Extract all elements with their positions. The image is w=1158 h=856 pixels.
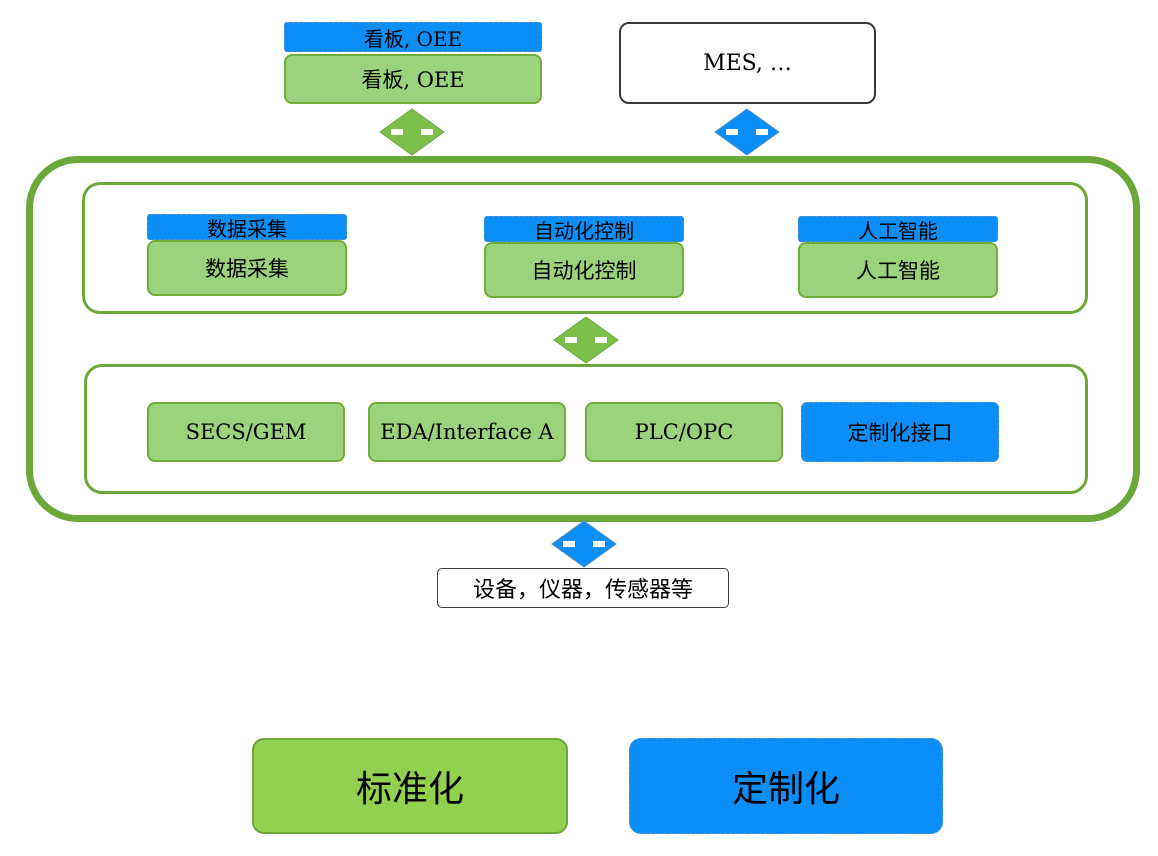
devices-double-arrow-icon xyxy=(551,520,617,568)
data-collection-box-label: 数据采集 xyxy=(205,257,289,281)
layer-double-arrow-icon xyxy=(553,316,619,364)
mes-label: MES, … xyxy=(703,50,792,76)
automation-control-tab-label: 自动化控制 xyxy=(534,218,634,243)
custom-interface-label: 定制化接口 xyxy=(847,421,953,445)
secs-gem-box: SECS/GEM xyxy=(147,402,345,462)
kanban-double-arrow-icon xyxy=(379,108,445,156)
automation-control-box-label: 自动化控制 xyxy=(531,259,637,283)
automation-control-box: 自动化控制 xyxy=(484,242,684,298)
devices-label: 设备，仪器，传感器等 xyxy=(472,578,693,603)
mes-double-arrow-icon xyxy=(714,108,780,156)
devices-box: 设备，仪器，传感器等 xyxy=(437,568,729,608)
kanban-box: 看板, OEE xyxy=(284,54,542,104)
custom-legend-box: 定制化 xyxy=(629,738,943,834)
kanban-tab-label: 看板, OEE xyxy=(363,26,463,51)
artificial-intelligence-tab: 人工智能 xyxy=(798,216,998,243)
data-collection-tab: 数据采集 xyxy=(147,214,347,241)
custom-interface-box: 定制化接口 xyxy=(801,402,999,462)
artificial-intelligence-box-label: 人工智能 xyxy=(856,259,940,283)
standard-legend-box: 标准化 xyxy=(252,738,568,834)
artificial-intelligence-tab-label: 人工智能 xyxy=(858,218,938,243)
secs-gem-label: SECS/GEM xyxy=(185,420,307,444)
automation-control-tab: 自动化控制 xyxy=(484,216,684,243)
standard-legend-label: 标准化 xyxy=(355,769,464,810)
artificial-intelligence-box: 人工智能 xyxy=(798,242,998,298)
kanban-box-label: 看板, OEE xyxy=(361,68,465,92)
data-collection-box: 数据采集 xyxy=(147,240,347,296)
kanban-tab: 看板, OEE xyxy=(284,22,542,52)
custom-legend-label: 定制化 xyxy=(731,769,840,810)
eda-interface-a-box: EDA/Interface A xyxy=(368,402,566,462)
data-collection-tab-label: 数据采集 xyxy=(207,216,287,241)
plc-opc-box: PLC/OPC xyxy=(585,402,783,462)
eda-interface-a-label: EDA/Interface A xyxy=(380,420,554,444)
mes-box: MES, … xyxy=(619,22,876,104)
plc-opc-label: PLC/OPC xyxy=(634,420,734,444)
